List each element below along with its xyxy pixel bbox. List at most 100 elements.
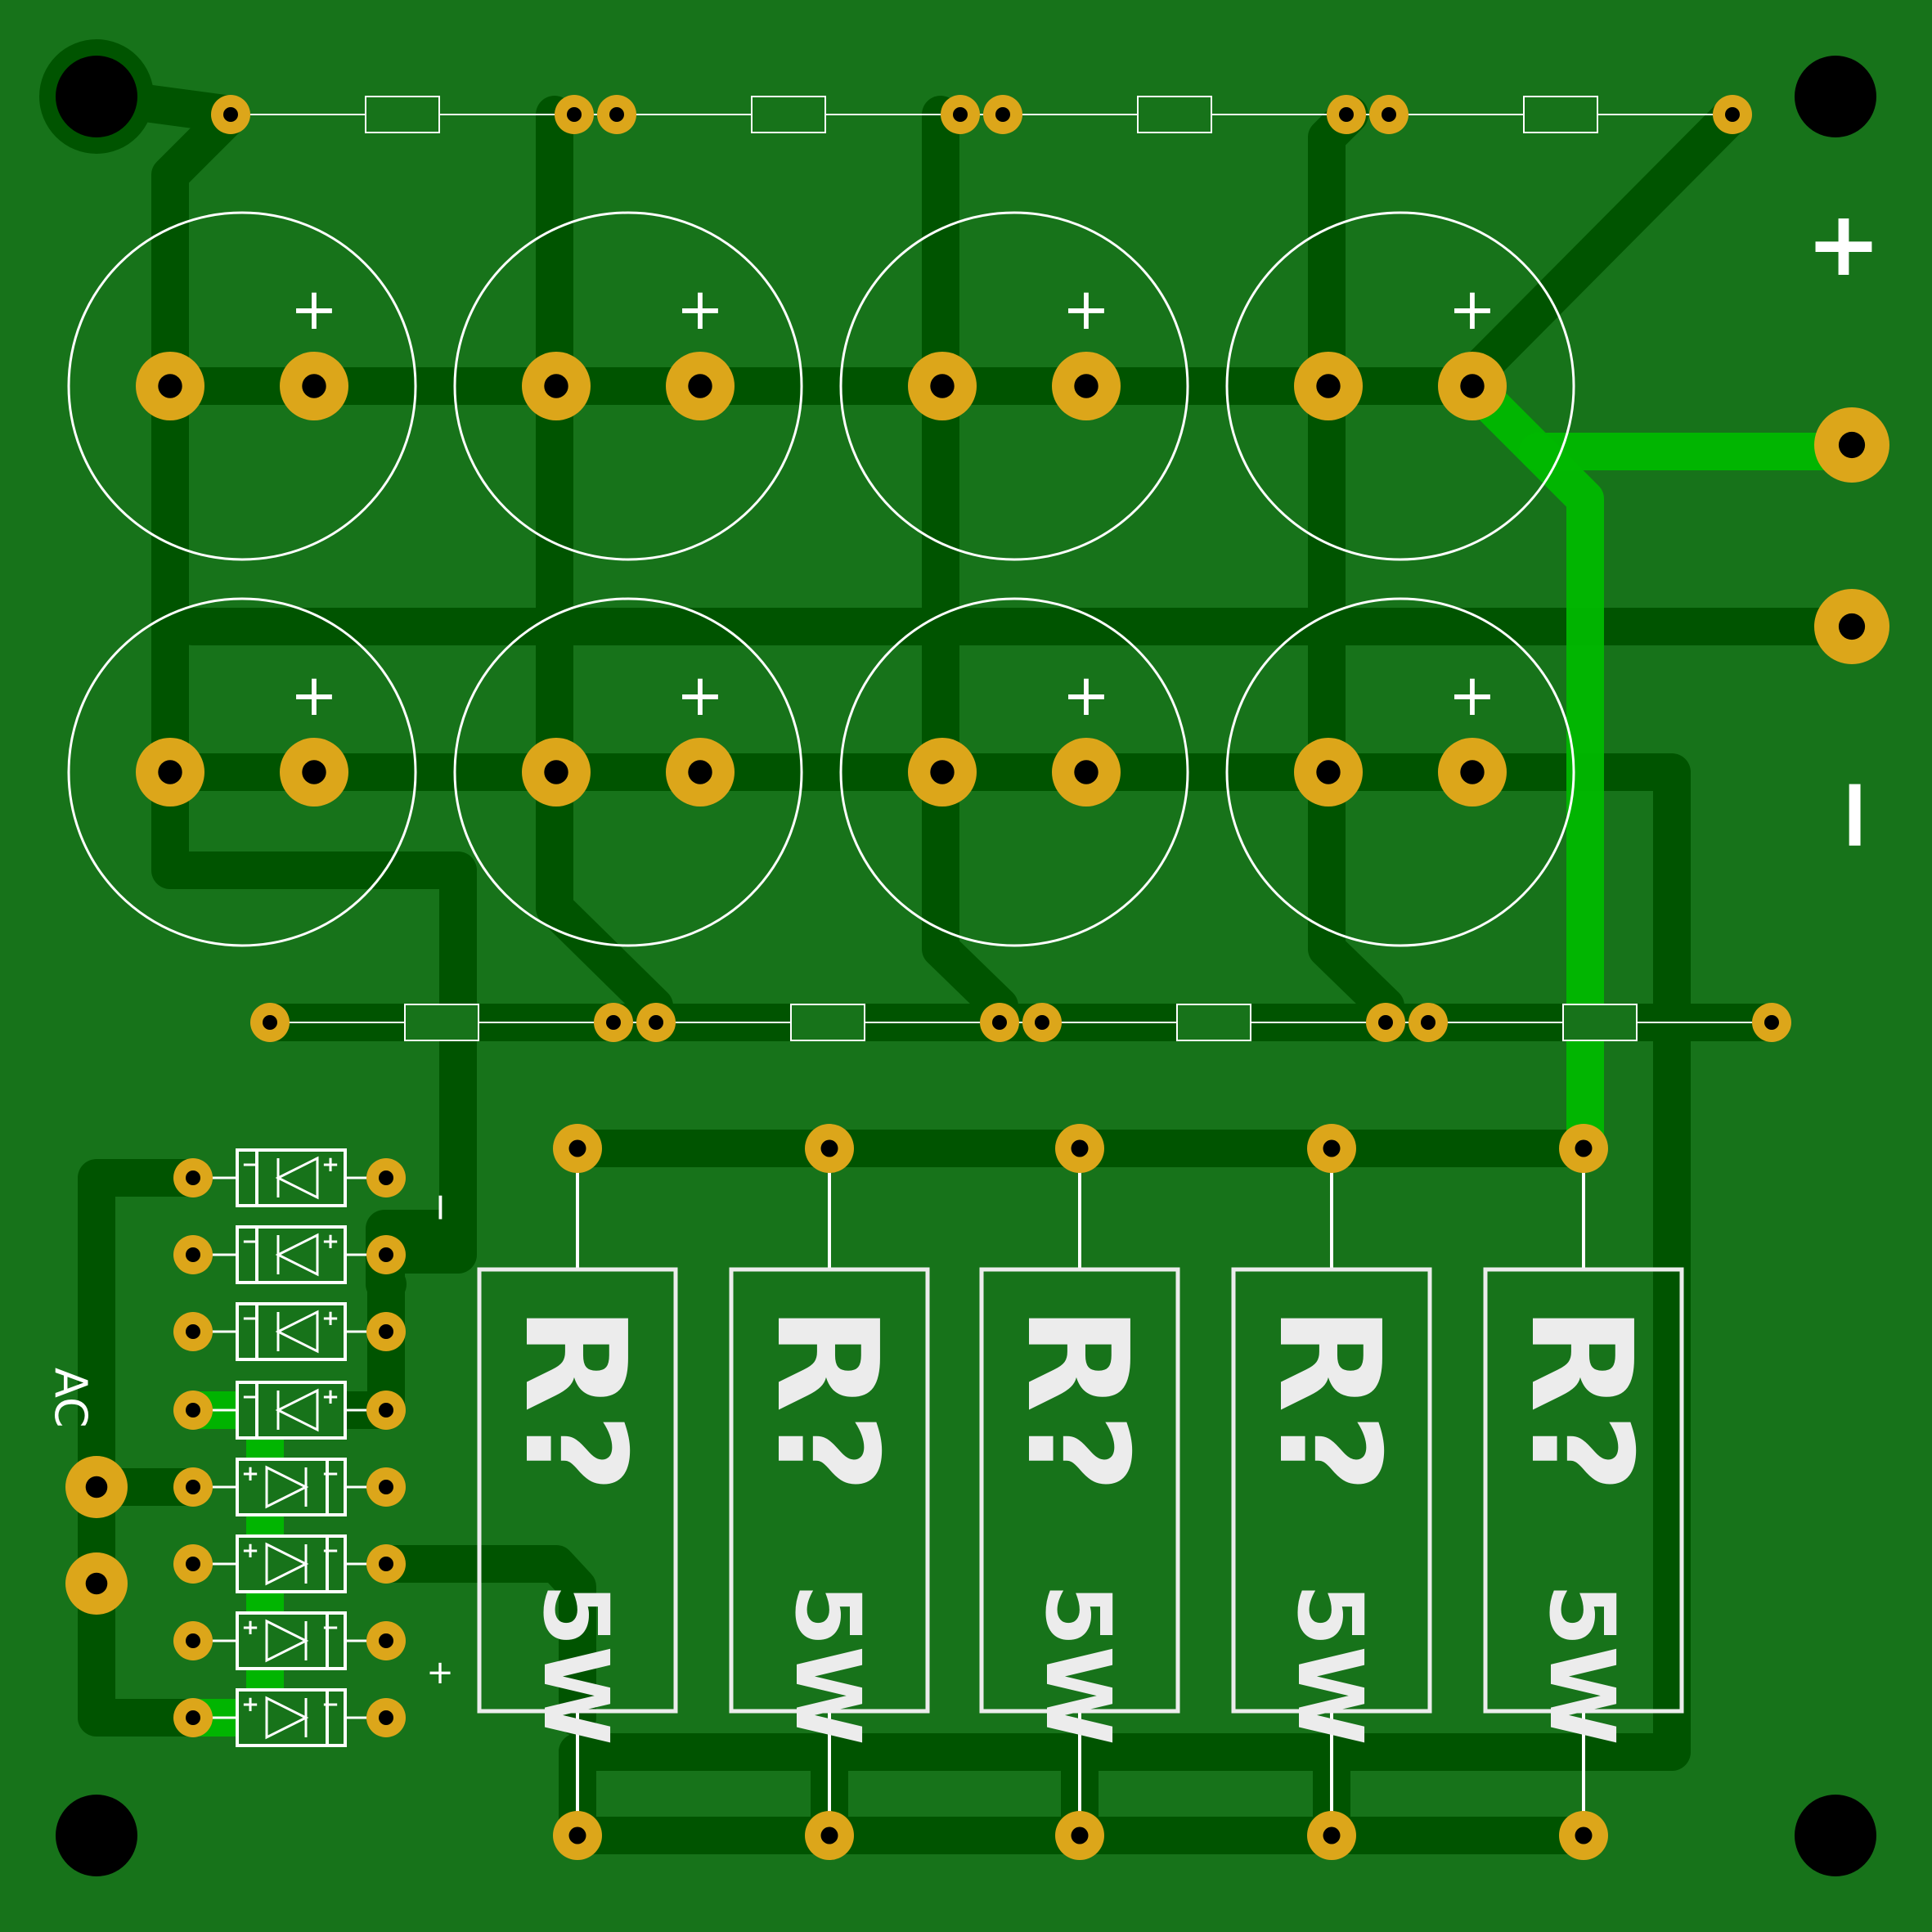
capacitor-pad-negative-drill [544,760,568,784]
power-resistor-rating: 5W [523,1584,628,1746]
diode-left-mark: − [241,1229,259,1254]
diode-right-mark: + [321,1385,339,1409]
diode-pad-left-drill [186,1170,200,1185]
diode-pad-left-drill [186,1710,200,1725]
ac-terminal-1-drill [85,1476,108,1498]
bleeder-resistor-pad-drill [1382,107,1396,122]
capacitor-pad-negative-drill [930,760,955,784]
capacitor-pad-positive-drill [1074,760,1099,784]
diode-right-mark: + [321,1229,339,1254]
diode-pad-right-drill [379,1557,393,1571]
power-resistor-body [1231,1267,1432,1714]
power-resistor-body [1483,1267,1684,1714]
bleeder-resistor-pad-drill [1035,1015,1049,1030]
bleeder-resistor-pad-drill [223,107,238,122]
bleeder-resistor-body [365,96,440,133]
bleeder-resistor-pad-drill [1421,1015,1436,1030]
capacitor-pad-negative-drill [158,760,182,784]
power-resistor-body [979,1267,1180,1714]
diode-left-mark: + [241,1615,259,1640]
bleeder-resistor-pad-drill [1725,107,1740,122]
power-resistor-pad-bottom-drill [1575,1826,1593,1844]
diode-symbol-triangle [265,1542,309,1586]
diode-symbol-triangle [265,1696,309,1740]
power-resistor-pad-bottom-drill [1071,1826,1089,1844]
diode-symbol-triangle [275,1388,319,1432]
bleeder-resistor-body [1562,1004,1638,1041]
diode-right-mark: − [321,1615,339,1640]
power-resistor-pad-top-drill [568,1139,586,1157]
output-negative-label: − [1800,774,1914,856]
output-positive-label: + [1806,191,1881,296]
diode-left-mark: − [241,1385,259,1409]
capacitor-polarity-mark: + [1449,662,1497,729]
capacitor-pad-positive-drill [1460,760,1485,784]
bleeder-resistor-body [404,1004,479,1041]
mounting-hole-1 [56,56,137,137]
capacitor-polarity-mark: + [676,662,725,729]
electrolytic-capacitor-outline [1225,211,1575,561]
output-terminal-negative-drill [1838,613,1866,640]
diode-forward: +− [193,1534,386,1593]
silkscreen-layer: ++++++++−+−+−+−++−+−+−+−R?5WR?5WR?5WR?5W… [67,96,1772,1835]
capacitor-polarity-mark: + [290,276,339,343]
diode-right-mark: − [321,1692,339,1717]
electrolytic-capacitor-outline [453,211,803,561]
diode-right-mark: − [321,1462,339,1486]
power-resistor-body [729,1267,930,1714]
power-resistor-rating: 5W [1026,1584,1130,1746]
output-terminal-positive-drill [1838,431,1866,459]
capacitor-pad-negative-drill [544,374,568,398]
capacitor-pad-negative-drill [930,374,955,398]
mounting-hole-4 [1795,1795,1876,1876]
trace-diagonal-to-plus [1453,96,1751,395]
capacitor-pad-negative-drill [158,374,182,398]
capacitor-pad-positive-drill [688,760,712,784]
diode-right-mark: + [321,1306,339,1331]
mounting-holes [39,39,1876,1876]
bleeder-resistor-pad-drill [995,107,1010,122]
diode-pad-right-drill [379,1247,393,1262]
bleeder-resistor-pad-drill [1764,1015,1779,1030]
bleeder-resistor-body [1176,1004,1251,1041]
bleeder-resistor-body [1523,96,1598,133]
diode-right-mark: + [321,1152,339,1177]
diode-left-mark: + [241,1462,259,1486]
ac-terminal-2-drill [85,1572,108,1595]
electrolytic-capacitor-outline [453,597,803,947]
electrolytic-capacitor-outline [839,597,1189,947]
diode-pad-left-drill [186,1324,200,1339]
capacitor-pad-positive-drill [1074,374,1099,398]
capacitor-polarity-mark: + [290,662,339,729]
diode-pad-right-drill [379,1710,393,1725]
power-resistor-pad-top-drill [1575,1139,1593,1157]
bleeder-resistor-pad-drill [953,107,968,122]
power-resistor-pad-bottom-drill [568,1826,586,1844]
mounting-hole-3 [56,1795,137,1876]
bridge-positive-label: + [426,1654,454,1692]
capacitor-polarity-mark: + [1063,276,1111,343]
bleeder-resistor-pad-drill [1378,1015,1393,1030]
diode-left-mark: − [241,1152,259,1177]
capacitor-pad-positive-drill [302,760,326,784]
diode-reverse: −+ [193,1302,386,1361]
ac-input-label: AC [45,1368,97,1428]
power-resistor: R?5W [729,1148,930,1835]
diode-forward: +− [193,1611,386,1670]
trace-ac-loop [78,1159,212,1737]
electrolytic-capacitor-outline [1225,597,1575,947]
diode-symbol-triangle [275,1156,319,1200]
power-resistor-designator: R? [493,1305,655,1494]
capacitor-pad-positive-drill [302,374,326,398]
power-resistor-rating: 5W [775,1584,880,1746]
diode-pad-right-drill [379,1480,393,1494]
diode-left-mark: + [241,1692,259,1717]
diode-pad-right-drill [379,1633,393,1648]
diode-symbol-triangle [275,1233,319,1277]
capacitor-pad-negative-drill [1316,374,1341,398]
power-resistor-pad-top-drill [1323,1139,1341,1157]
power-resistor-designator: R? [1247,1305,1409,1494]
diode-pad-left-drill [186,1403,200,1418]
